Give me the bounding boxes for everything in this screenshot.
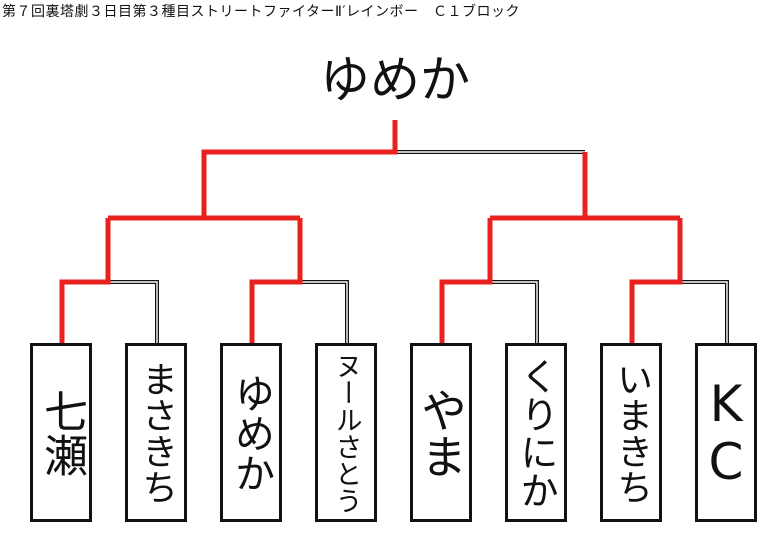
- loser-lines: [108, 150, 729, 343]
- player-box-1: 七瀬: [30, 343, 92, 522]
- champion-name: ゆめか: [320, 51, 470, 109]
- player-name: KC: [697, 374, 755, 491]
- player-name: いまきち: [611, 360, 652, 505]
- page-title: 第７回裏塔劇３日目第３種目ストリートファイターⅡ′レインボー Ｃ１ブロック: [2, 4, 521, 20]
- player-name: くりにか: [514, 356, 558, 509]
- player-name: まさきち: [136, 360, 177, 505]
- player-box-6: くりにか: [505, 343, 567, 522]
- player-name: ゆめか: [228, 372, 274, 493]
- player-name: やま: [414, 386, 468, 479]
- player-box-2: まさきち: [125, 343, 187, 522]
- player-box-5: やま: [410, 343, 472, 522]
- player-box-4: ヌールさとう: [315, 343, 377, 522]
- player-box-7: いまきち: [600, 343, 662, 522]
- player-name: 七瀬: [36, 388, 87, 477]
- winner-lines: [59, 120, 683, 343]
- player-box-3: ゆめか: [220, 343, 282, 522]
- player-name: ヌールさとう: [330, 351, 362, 514]
- player-box-8: KC: [695, 343, 757, 522]
